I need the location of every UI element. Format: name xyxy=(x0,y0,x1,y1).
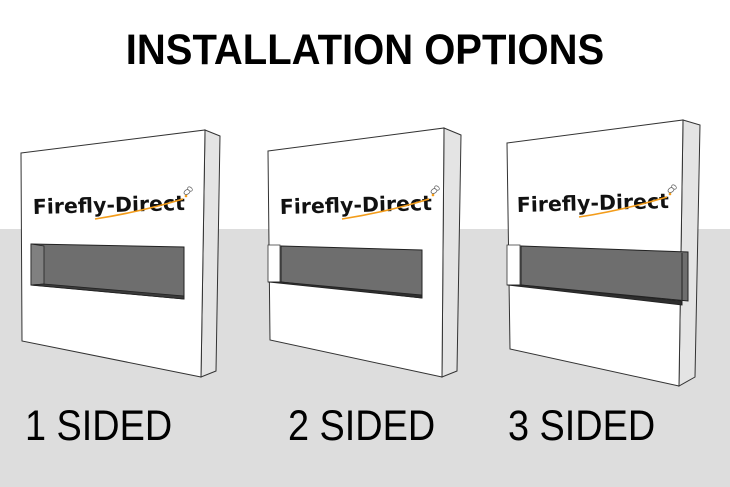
fireplace-box-3-sided: Firefly-Direct xyxy=(506,119,701,387)
fireplace-box-1-sided: Firefly-Direct xyxy=(20,129,221,378)
firefly-direct-logo: Firefly-Direct xyxy=(33,185,194,220)
recess-opening xyxy=(30,243,185,300)
page-title: INSTALLATION OPTIONS xyxy=(125,26,605,74)
option-label-2-sided: 2 SIDED xyxy=(288,402,436,450)
option-label-1-sided: 1 SIDED xyxy=(25,402,173,450)
firefly-direct-logo: Firefly-Direct xyxy=(517,183,678,218)
firefly-direct-logo: Firefly-Direct xyxy=(280,184,441,220)
fireplace-box-2-sided: Firefly-Direct xyxy=(267,127,462,378)
recess-opening xyxy=(267,244,423,299)
recess-opening xyxy=(506,244,689,306)
option-label-3-sided: 3 SIDED xyxy=(508,402,656,450)
